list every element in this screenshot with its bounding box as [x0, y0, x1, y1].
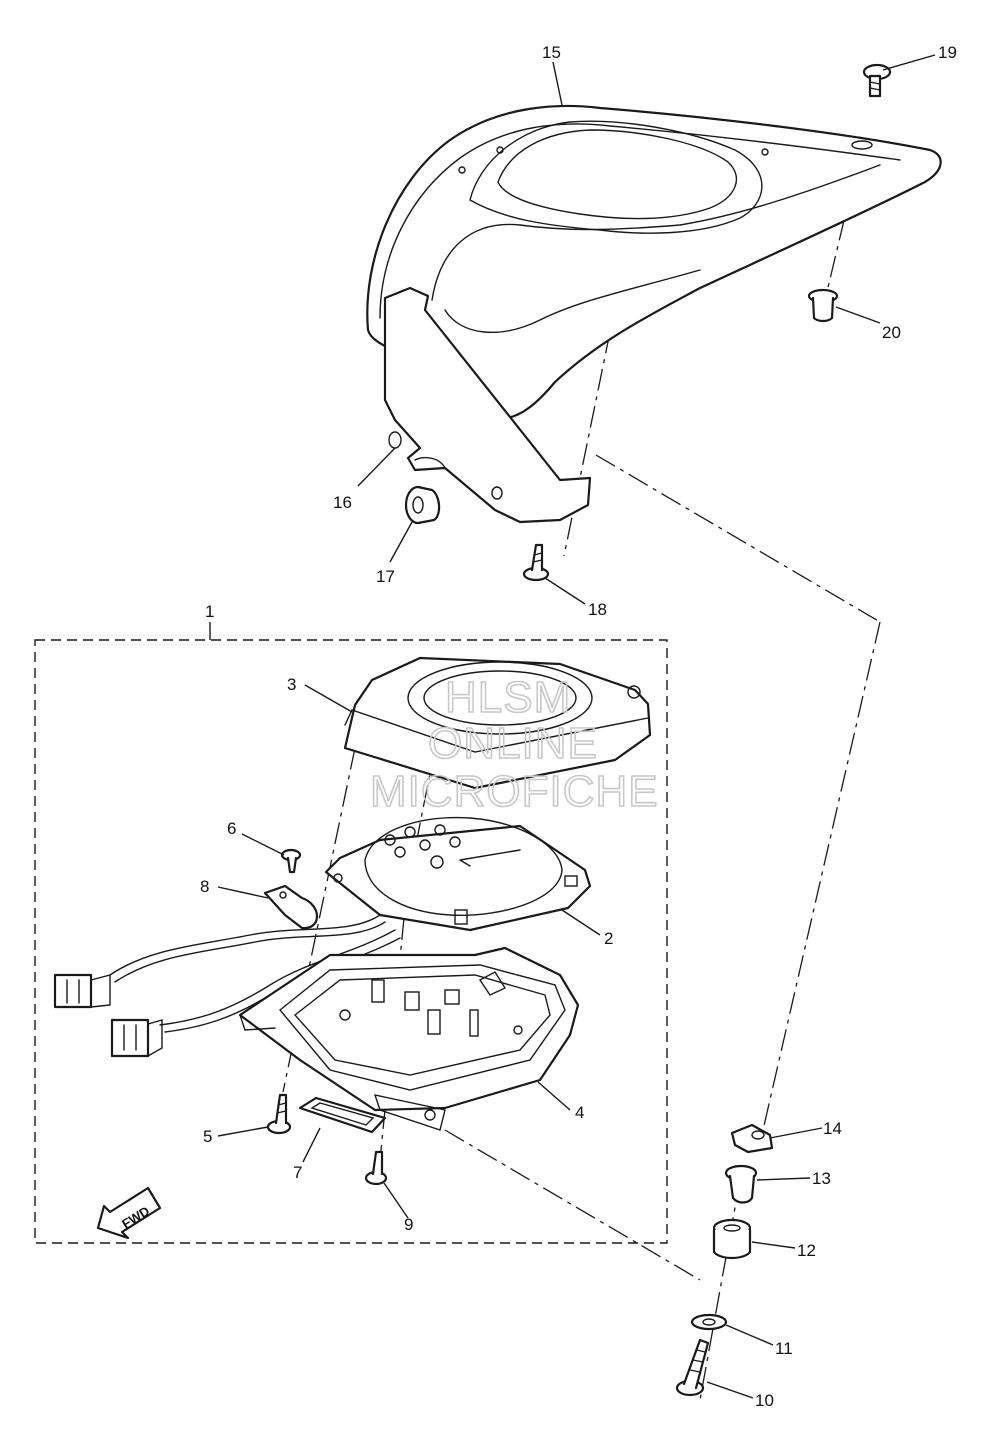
meter-cover — [366, 104, 942, 420]
watermark: HLSM ONLINE MICROFICHE — [369, 672, 659, 817]
callout-5: 5 — [203, 1127, 212, 1146]
clamp-8 — [263, 884, 318, 930]
callout-16: 16 — [333, 493, 352, 512]
meter-lens-case — [343, 656, 652, 790]
fwd-arrow: FWD — [96, 1186, 162, 1240]
callout-2: 2 — [604, 929, 613, 948]
callout-8: 8 — [200, 877, 209, 896]
screw-19 — [862, 63, 892, 98]
nut-14 — [730, 1123, 774, 1154]
callout-10: 10 — [755, 1391, 774, 1410]
callout-13: 13 — [812, 1169, 831, 1188]
callout-12: 12 — [797, 1241, 816, 1260]
meter-unit — [324, 816, 592, 932]
screw-9 — [364, 1150, 388, 1186]
callout-14: 14 — [823, 1119, 842, 1138]
watermark-line-2: ONLINE — [428, 719, 598, 768]
callout-7: 7 — [293, 1163, 302, 1182]
gasket-7 — [298, 1096, 387, 1134]
assembly-boundary — [34, 639, 668, 1244]
callout-19: 19 — [938, 43, 957, 62]
callout-labels: 15 19 20 16 17 18 1 3 6 8 2 4 5 7 9 14 1… — [200, 43, 957, 1410]
collar-13 — [724, 1164, 758, 1204]
bracket-16 — [383, 286, 592, 524]
damper-17 — [404, 485, 441, 525]
callout-11: 11 — [775, 1339, 793, 1358]
connector-upper — [53, 973, 111, 1009]
callout-17: 17 — [376, 567, 395, 586]
screw-6 — [280, 848, 302, 874]
grommet-20 — [807, 288, 839, 323]
callout-1: 1 — [205, 602, 214, 621]
screw-18 — [522, 543, 550, 582]
callout-20: 20 — [882, 323, 901, 342]
callout-18: 18 — [588, 600, 607, 619]
damper-12 — [712, 1218, 752, 1260]
screw-5 — [266, 1093, 292, 1135]
meter-case — [238, 946, 580, 1131]
connector-lower — [110, 1018, 163, 1058]
callout-3: 3 — [287, 675, 296, 694]
watermark-line-1: HLSM — [445, 673, 571, 722]
callout-6: 6 — [227, 819, 236, 838]
watermark-line-3: MICROFICHE — [370, 767, 659, 816]
callout-4: 4 — [575, 1103, 584, 1122]
bolt-10 — [675, 1338, 710, 1397]
leader-lines — [209, 54, 936, 1399]
callout-15: 15 — [542, 43, 561, 62]
washer-11 — [690, 1313, 728, 1331]
callout-9: 9 — [404, 1215, 413, 1234]
